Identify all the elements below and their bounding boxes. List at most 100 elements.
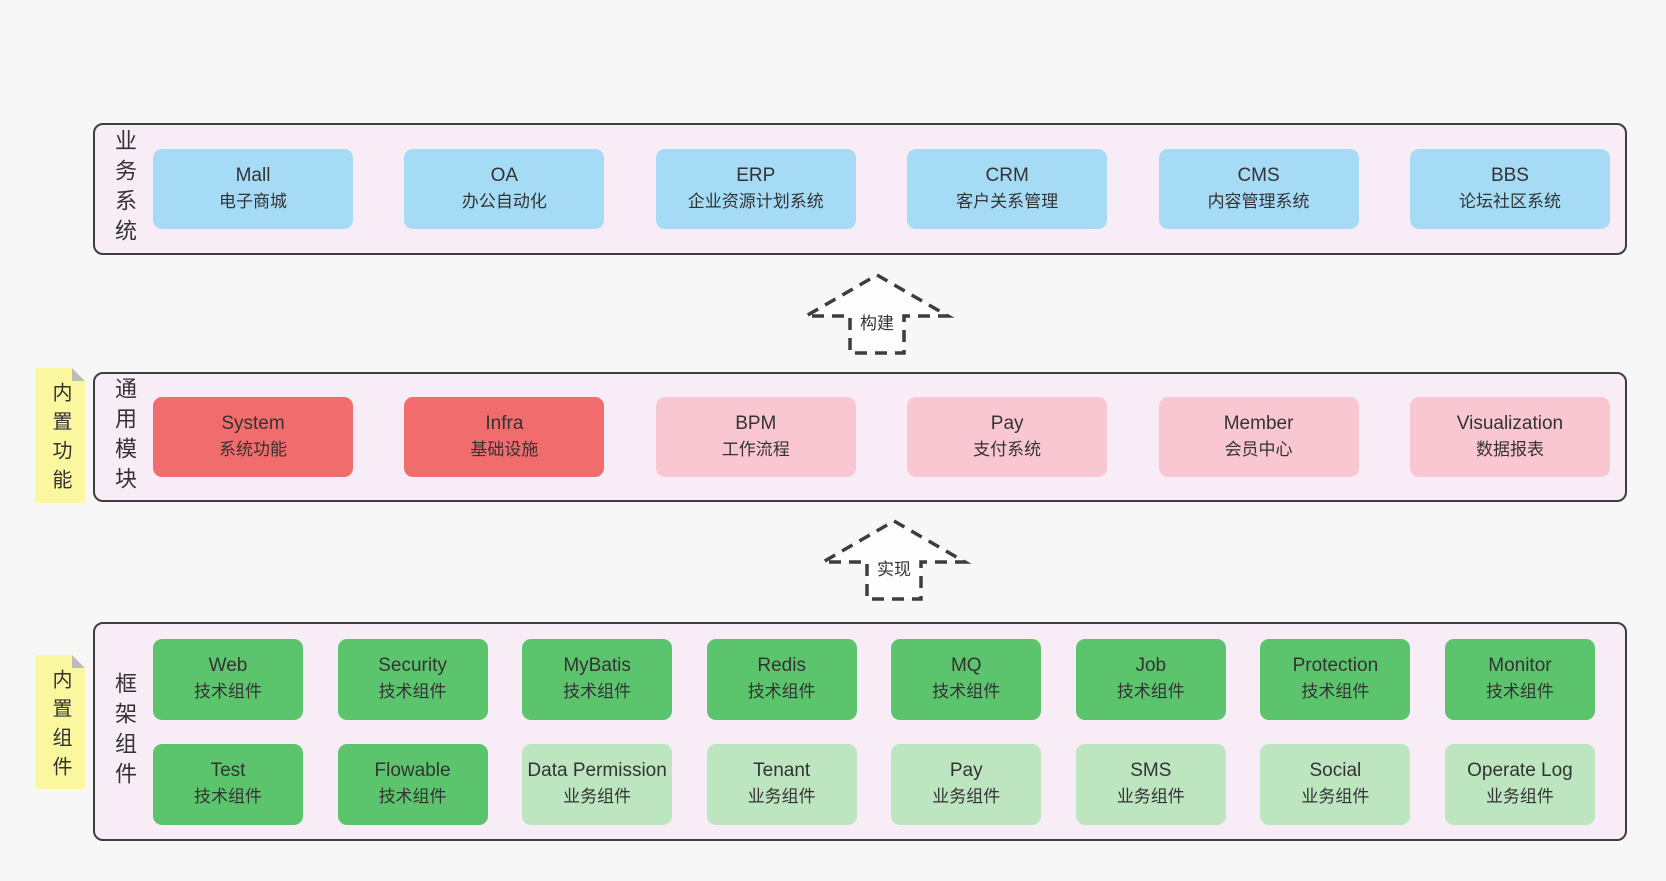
box-type: 技术组件 [747, 682, 816, 701]
box-name: Mall [235, 165, 271, 186]
box-name: Tenant [753, 760, 811, 781]
box-tenant: Tenant 业务组件 [706, 743, 857, 825]
box-type: 技术组件 [1485, 682, 1554, 701]
box-name: Infra [485, 413, 524, 434]
dashed-up-arrow-build: 构建 [799, 272, 955, 355]
box-name: ERP [736, 165, 776, 186]
box-security: Security 技术组件 [337, 638, 488, 720]
box-name: CRM [985, 165, 1029, 186]
box-web: Web 技术组件 [153, 638, 303, 720]
box-name: Test [210, 760, 246, 781]
box-type: 基础设施 [470, 440, 539, 459]
box-name: OA [490, 165, 519, 186]
section-label-column: 业务系统 [95, 125, 153, 253]
section-business-systems: 业务系统 Mall 电子商城 OA 办公自动化 ERP 企业资源计划系统 CRM 客户关系管理… [93, 123, 1627, 255]
box-name: Social [1309, 760, 1362, 781]
box-pay: Pay 支付系统 [907, 397, 1108, 477]
box-type: 工作流程 [721, 440, 790, 459]
arrow-label-build: 构建 [860, 314, 894, 333]
box-type: 业务组件 [1301, 787, 1370, 806]
section-label-column: 通用模块 [95, 374, 153, 500]
box-type: 技术组件 [194, 682, 262, 701]
box-name: Pay [949, 760, 983, 781]
box-name: Pay [990, 413, 1024, 434]
box-type: 技术组件 [378, 787, 447, 806]
box-bpm: BPM 工作流程 [655, 397, 856, 477]
box-mq: MQ 技术组件 [891, 638, 1042, 720]
box-visualization: Visualization 数据报表 [1409, 397, 1610, 477]
box-name: MyBatis [563, 655, 631, 676]
box-sms: SMS 业务组件 [1075, 743, 1226, 825]
folded-corner-icon [72, 655, 85, 668]
box-type: 会员中心 [1224, 440, 1293, 459]
box-pay: Pay 业务组件 [891, 743, 1042, 825]
box-social: Social 业务组件 [1260, 743, 1411, 825]
box-data-permission: Data Permission 业务组件 [522, 743, 673, 825]
box-type: 技术组件 [378, 682, 447, 701]
box-type: 电子商城 [219, 192, 287, 211]
box-crm: CRM 客户关系管理 [907, 149, 1108, 229]
box-type: 论坛社区系统 [1458, 192, 1561, 211]
box-type: 业务组件 [563, 787, 632, 806]
box-name: Flowable [374, 760, 451, 781]
box-member: Member 会员中心 [1158, 397, 1359, 477]
dashed-up-arrow-implement: 实现 [816, 518, 972, 601]
box-flowable: Flowable 技术组件 [337, 743, 488, 825]
box-type: 技术组件 [194, 787, 262, 806]
box-test: Test 技术组件 [153, 743, 303, 825]
box-type: 技术组件 [563, 682, 632, 701]
box-mybatis: MyBatis 技术组件 [522, 638, 673, 720]
box-type: 业务组件 [932, 787, 1001, 806]
box-name: MQ [950, 655, 982, 676]
box-name: Operate Log [1467, 760, 1573, 781]
arrow-outline [799, 272, 955, 355]
box-name: System [221, 413, 285, 434]
section-label-column: 框架组件 [95, 624, 153, 839]
box-name: Data Permission [527, 760, 667, 781]
box-type: 数据报表 [1475, 440, 1544, 459]
box-name: Web [208, 655, 248, 676]
box-name: Visualization [1456, 413, 1564, 434]
box-type: 技术组件 [1116, 682, 1185, 701]
box-type: 内容管理系统 [1207, 192, 1310, 211]
box-name: SMS [1130, 760, 1172, 781]
box-infra: Infra 基础设施 [404, 397, 605, 477]
sticky-note-builtin-components-label: 内置组件 [49, 669, 71, 785]
box-type: 业务组件 [1116, 787, 1185, 806]
arrow-label-implement: 实现 [877, 560, 911, 579]
box-name: BBS [1490, 165, 1529, 186]
box-type: 业务组件 [1485, 787, 1554, 806]
box-type: 办公自动化 [461, 192, 547, 211]
section-title-business-systems: 业务系统 [112, 129, 137, 249]
box-type: 企业资源计划系统 [687, 192, 824, 211]
sticky-note-builtin-components: 内置组件 [35, 655, 85, 789]
section-title-common-modules: 通用模块 [112, 377, 137, 497]
section-title-framework-components: 框架组件 [112, 671, 137, 792]
box-mall: Mall 电子商城 [153, 149, 353, 229]
box-name: Security [378, 655, 447, 676]
box-type: 客户关系管理 [956, 192, 1059, 211]
box-name: Member [1223, 413, 1294, 434]
folded-corner-icon [72, 368, 85, 381]
arrow-outline [816, 518, 972, 601]
box-type: 业务组件 [747, 787, 816, 806]
sticky-note-builtin-features-label: 内置功能 [49, 382, 71, 498]
box-type: 支付系统 [973, 440, 1042, 459]
box-name: BPM [735, 413, 777, 434]
box-name: Protection [1292, 655, 1379, 676]
box-type: 技术组件 [932, 682, 1001, 701]
